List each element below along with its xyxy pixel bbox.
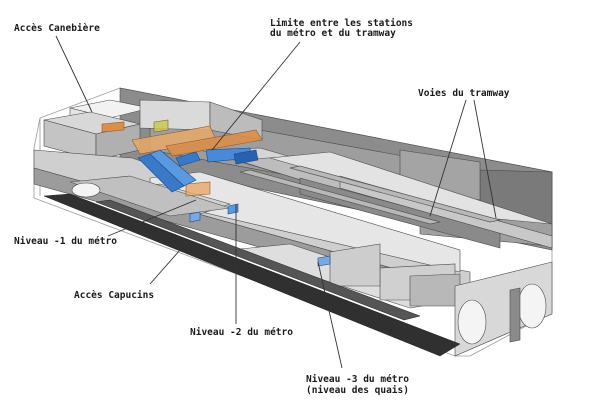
labels: Accès Canebière Limite entre les station… [14, 18, 510, 396]
label-limite-line1: Limite entre les stations [270, 18, 413, 29]
label-acces-capucins: Accès Capucins [74, 290, 154, 301]
label-acces-canebiere: Accès Canebière [14, 23, 100, 34]
leader-lines [55, 35, 497, 369]
label-niveau-3-line2: (niveau des quais) [306, 385, 409, 396]
label-limite-line2: du métro et du tramway [270, 28, 396, 39]
escalators [137, 147, 331, 267]
metro-levels [69, 171, 461, 309]
metro-access-structures [101, 119, 263, 197]
tramway-tracks [239, 165, 501, 225]
label-niveau-2: Niveau -2 du métro [190, 327, 293, 338]
label-niveau-3-line1: Niveau -3 du métro [306, 374, 409, 385]
label-niveau-1: Niveau -1 du métro [14, 236, 117, 247]
label-voies-tramway: Voies du tramway [418, 88, 510, 99]
tunnel-portals [71, 182, 553, 357]
floor-slab [43, 193, 461, 357]
